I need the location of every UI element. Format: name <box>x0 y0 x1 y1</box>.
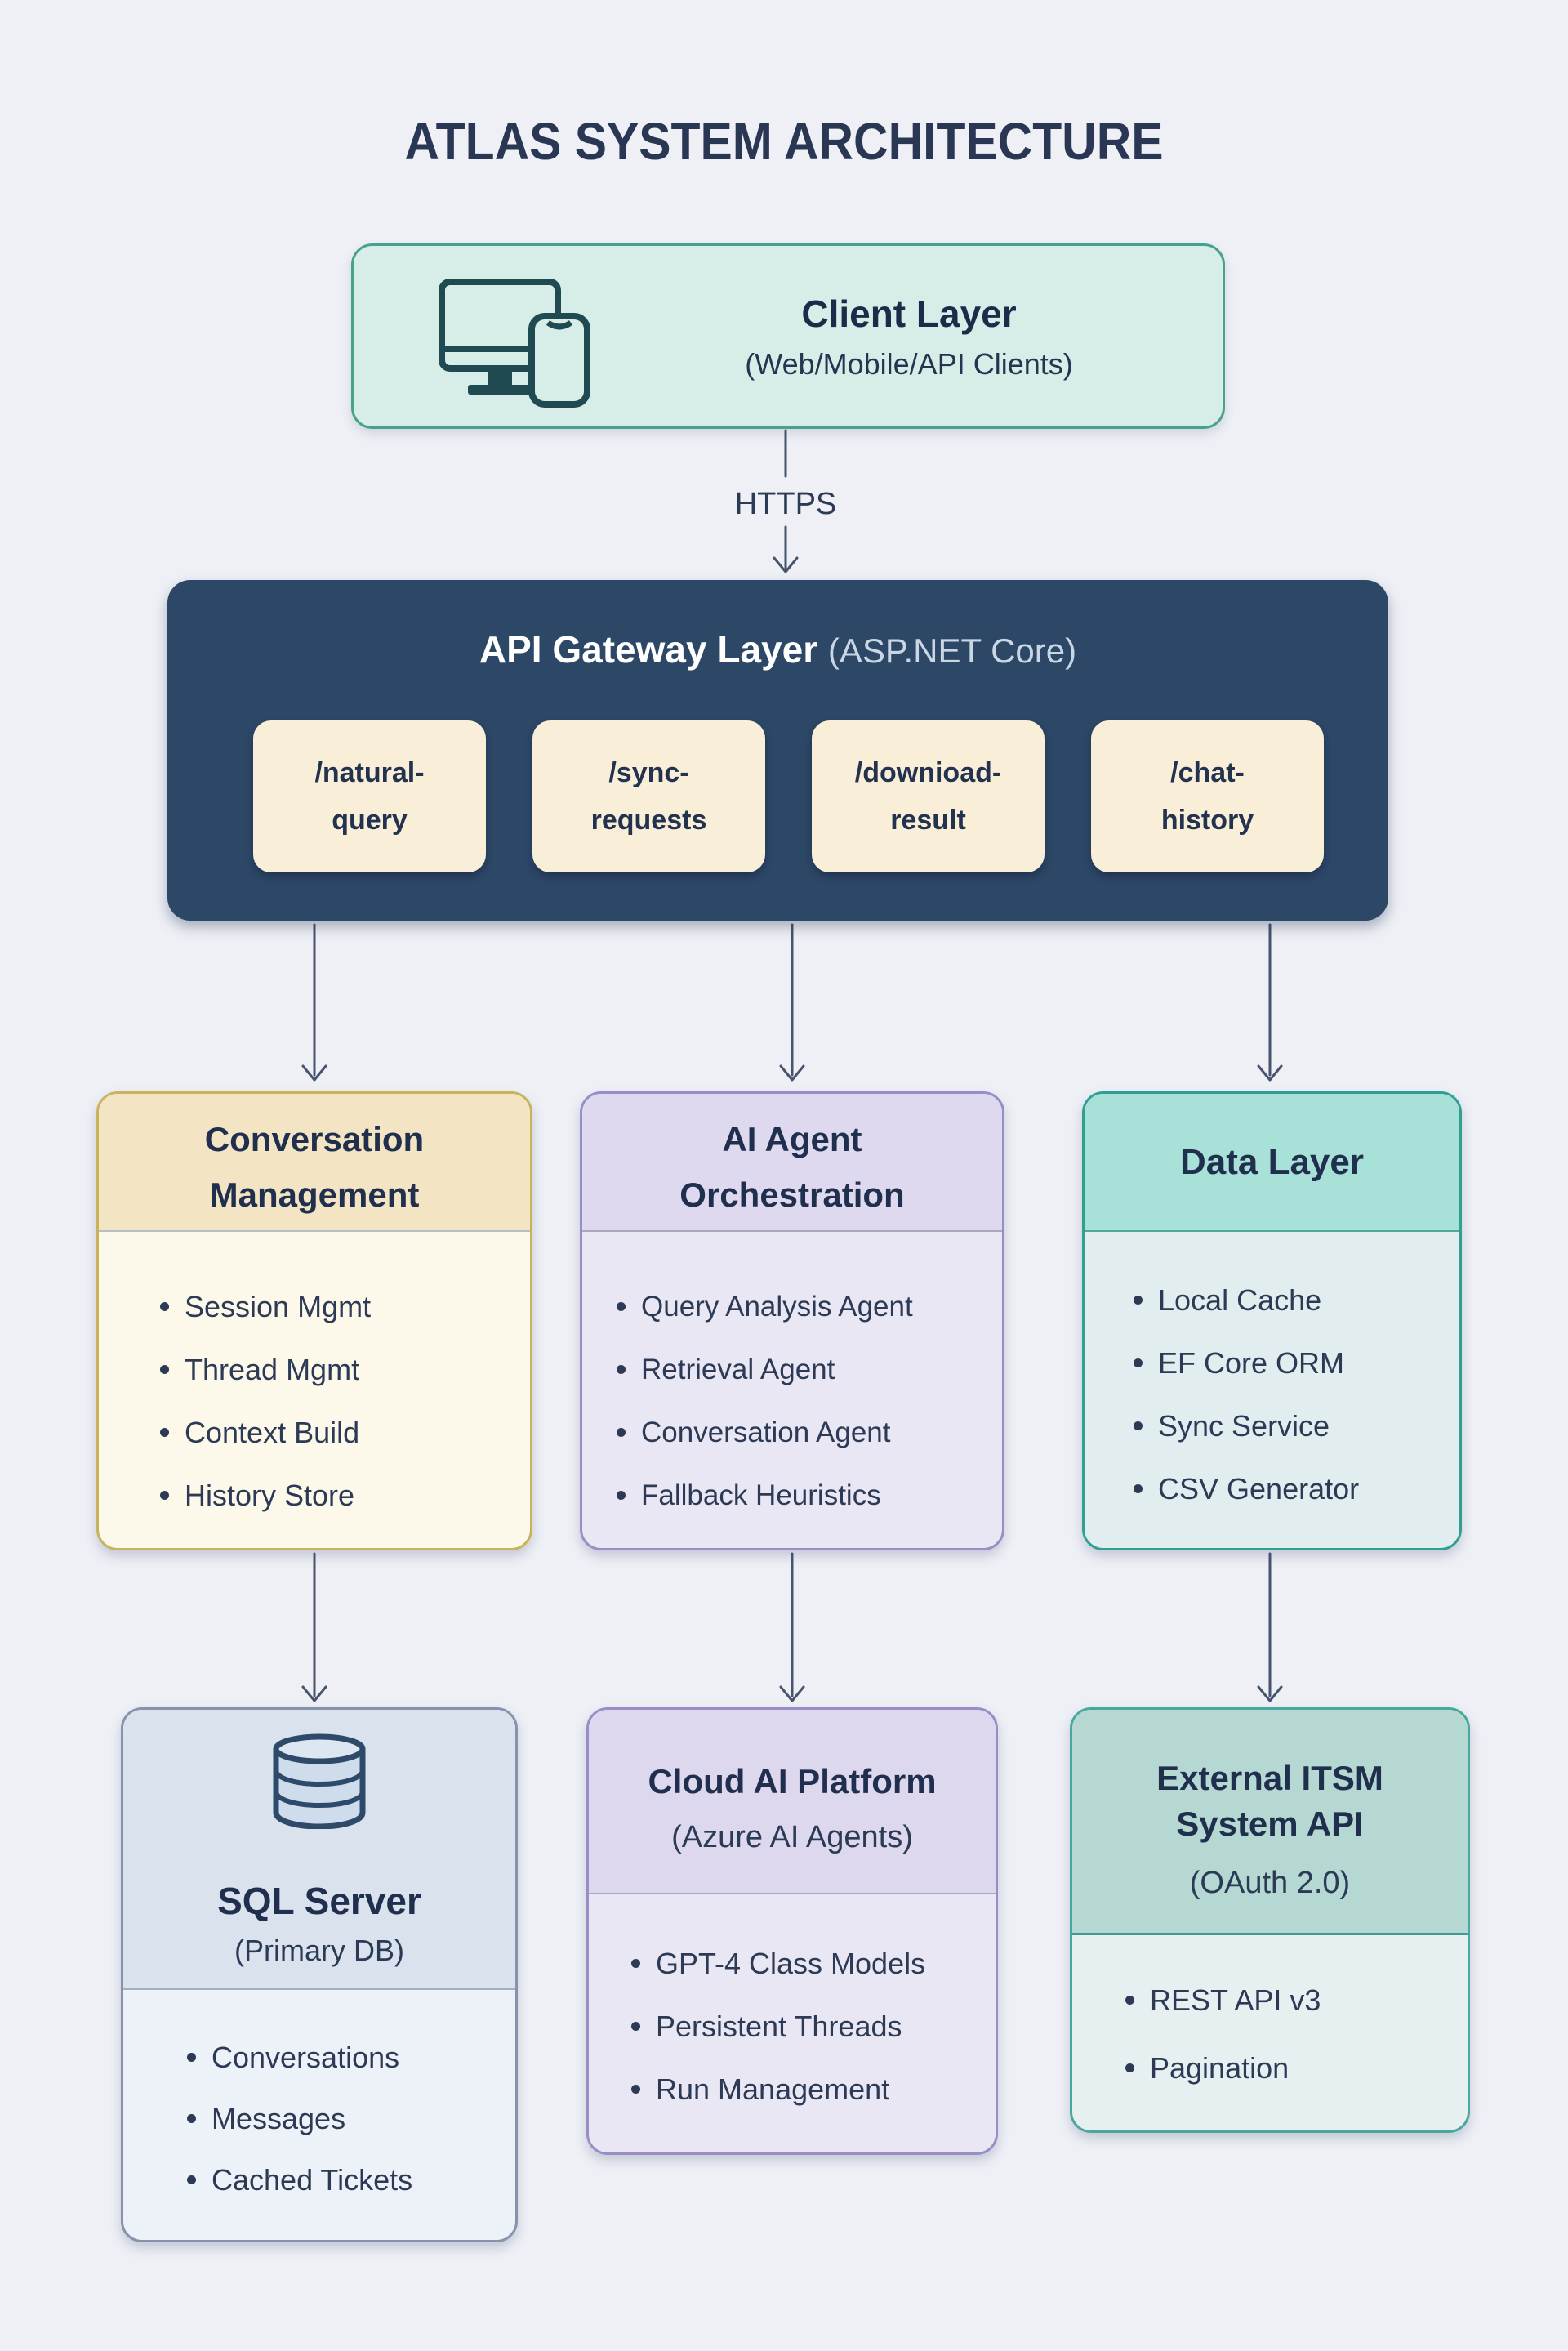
cloud-ai-platform-title: Cloud AI Platform <box>648 1762 937 1800</box>
arrow-data-layer-to-itsm <box>1257 1552 1283 1702</box>
devices-icon <box>435 277 599 412</box>
list-item: GPT-4 Class Models <box>631 1945 996 1983</box>
page-title: ATLAS SYSTEM ARCHITECTURE <box>404 112 1164 171</box>
arrow-gateway-to-data-layer <box>1257 923 1283 1082</box>
api-gateway-title: API Gateway Layer (ASP.NET Core) <box>167 629 1388 671</box>
api-gateway-subtitle: (ASP.NET Core) <box>827 631 1077 670</box>
conversation-management-card: Conversation Management Session Mgmt Thr… <box>96 1091 532 1550</box>
sql-server-header: SQL Server (Primary DB) <box>123 1710 515 1990</box>
external-itsm-body: REST API v3 Pagination <box>1072 1935 1468 2087</box>
arrow-gateway-to-conversation <box>301 923 327 1082</box>
arrow-ai-agent-to-cloud <box>779 1552 805 1702</box>
endpoint-label-line2: history <box>1160 805 1254 836</box>
arrow-gateway-to-ai-agent <box>779 923 805 1082</box>
list-item: REST API v3 <box>1125 1982 1468 2019</box>
data-layer-title: Data Layer <box>1179 1142 1364 1182</box>
endpoint-label-line2: requests <box>590 805 707 836</box>
endpoint-chat-history: /chat- history <box>1091 720 1324 872</box>
endpoint-label-line2: result <box>890 805 966 836</box>
data-layer-header: Data Layer <box>1085 1094 1459 1232</box>
endpoint-label-line1: /natural- <box>314 757 425 788</box>
external-itsm-title: External ITSM System API <box>1156 1759 1383 1843</box>
endpoint-sync-requests: /sync- requests <box>532 720 765 872</box>
sql-server-subtitle: (Primary DB) <box>234 1934 404 1967</box>
list-item: Cached Tickets <box>187 2161 515 2199</box>
external-itsm-subtitle: (OAuth 2.0) <box>1189 1866 1351 1900</box>
list-item: Query Analysis Agent <box>617 1289 1002 1325</box>
endpoint-download-result: /downioad- result <box>812 720 1045 872</box>
client-layer-title: Client Layer <box>801 292 1017 335</box>
cloud-ai-platform-body: GPT-4 Class Models Persistent Threads Ru… <box>589 1894 996 2108</box>
client-layer-box: Client Layer (Web/Mobile/API Clients) <box>351 243 1225 429</box>
list-item: EF Core ORM <box>1134 1345 1459 1381</box>
ai-agent-orchestration-body: Query Analysis Agent Retrieval Agent Con… <box>582 1232 1002 1514</box>
external-itsm-card: External ITSM System API (OAuth 2.0) RES… <box>1070 1707 1470 2133</box>
arrow-conversation-to-sql <box>301 1552 327 1702</box>
database-icon <box>268 1733 371 1833</box>
sql-server-title: SQL Server <box>217 1880 421 1922</box>
data-layer-card: Data Layer Local Cache EF Core ORM Sync … <box>1082 1091 1462 1550</box>
conversation-management-body: Session Mgmt Thread Mgmt Context Build H… <box>99 1232 530 1514</box>
list-item: Retrieval Agent <box>617 1352 1002 1388</box>
list-item: Messages <box>187 2100 515 2138</box>
list-item: Fallback Heuristics <box>617 1478 1002 1514</box>
client-layer-subtitle: (Web/Mobile/API Clients) <box>745 346 1073 381</box>
cloud-ai-platform-card: Cloud AI Platform (Azure AI Agents) GPT-… <box>586 1707 998 2155</box>
conversation-management-title: Conversation Management <box>204 1120 425 1214</box>
cloud-ai-platform-subtitle: (Azure AI Agents) <box>671 1820 913 1854</box>
list-item: Persistent Threads <box>631 2008 996 2045</box>
conversation-management-header: Conversation Management <box>99 1094 530 1232</box>
list-item: Sync Service <box>1134 1408 1459 1444</box>
external-itsm-header: External ITSM System API (OAuth 2.0) <box>1072 1710 1468 1935</box>
ai-agent-orchestration-header: AI Agent Orchestration <box>582 1094 1002 1232</box>
endpoint-label-line1: /sync- <box>608 757 689 788</box>
list-item: Run Management <box>631 2071 996 2108</box>
endpoint-label-line2: query <box>332 805 408 836</box>
list-item: Thread Mgmt <box>160 1352 530 1388</box>
sql-server-body: Conversations Messages Cached Tickets <box>123 1990 515 2199</box>
list-item: Local Cache <box>1134 1283 1459 1318</box>
list-item: Context Build <box>160 1415 530 1451</box>
ai-agent-orchestration-card: AI Agent Orchestration Query Analysis Ag… <box>580 1091 1004 1550</box>
sql-server-card: SQL Server (Primary DB) Conversations Me… <box>121 1707 518 2242</box>
endpoint-label-line1: /downioad- <box>854 757 1002 788</box>
ai-agent-orchestration-title: AI Agent Orchestration <box>679 1120 905 1214</box>
list-item: Pagination <box>1125 2050 1468 2087</box>
list-item: Conversation Agent <box>617 1415 1002 1451</box>
https-protocol-label: HTTPS <box>734 487 837 521</box>
api-gateway-title-main: API Gateway Layer <box>479 628 818 671</box>
cloud-ai-platform-header: Cloud AI Platform (Azure AI Agents) <box>589 1710 996 1894</box>
client-layer-text: Client Layer (Web/Mobile/API Clients) <box>623 246 1195 426</box>
list-item: CSV Generator <box>1134 1471 1459 1507</box>
data-layer-body: Local Cache EF Core ORM Sync Service CSV… <box>1085 1232 1459 1507</box>
endpoint-label-line1: /chat- <box>1170 757 1245 788</box>
endpoint-natural-query: /natural- query <box>253 720 486 872</box>
list-item: Session Mgmt <box>160 1289 530 1325</box>
list-item: Conversations <box>187 2039 515 2077</box>
list-item: History Store <box>160 1478 530 1514</box>
